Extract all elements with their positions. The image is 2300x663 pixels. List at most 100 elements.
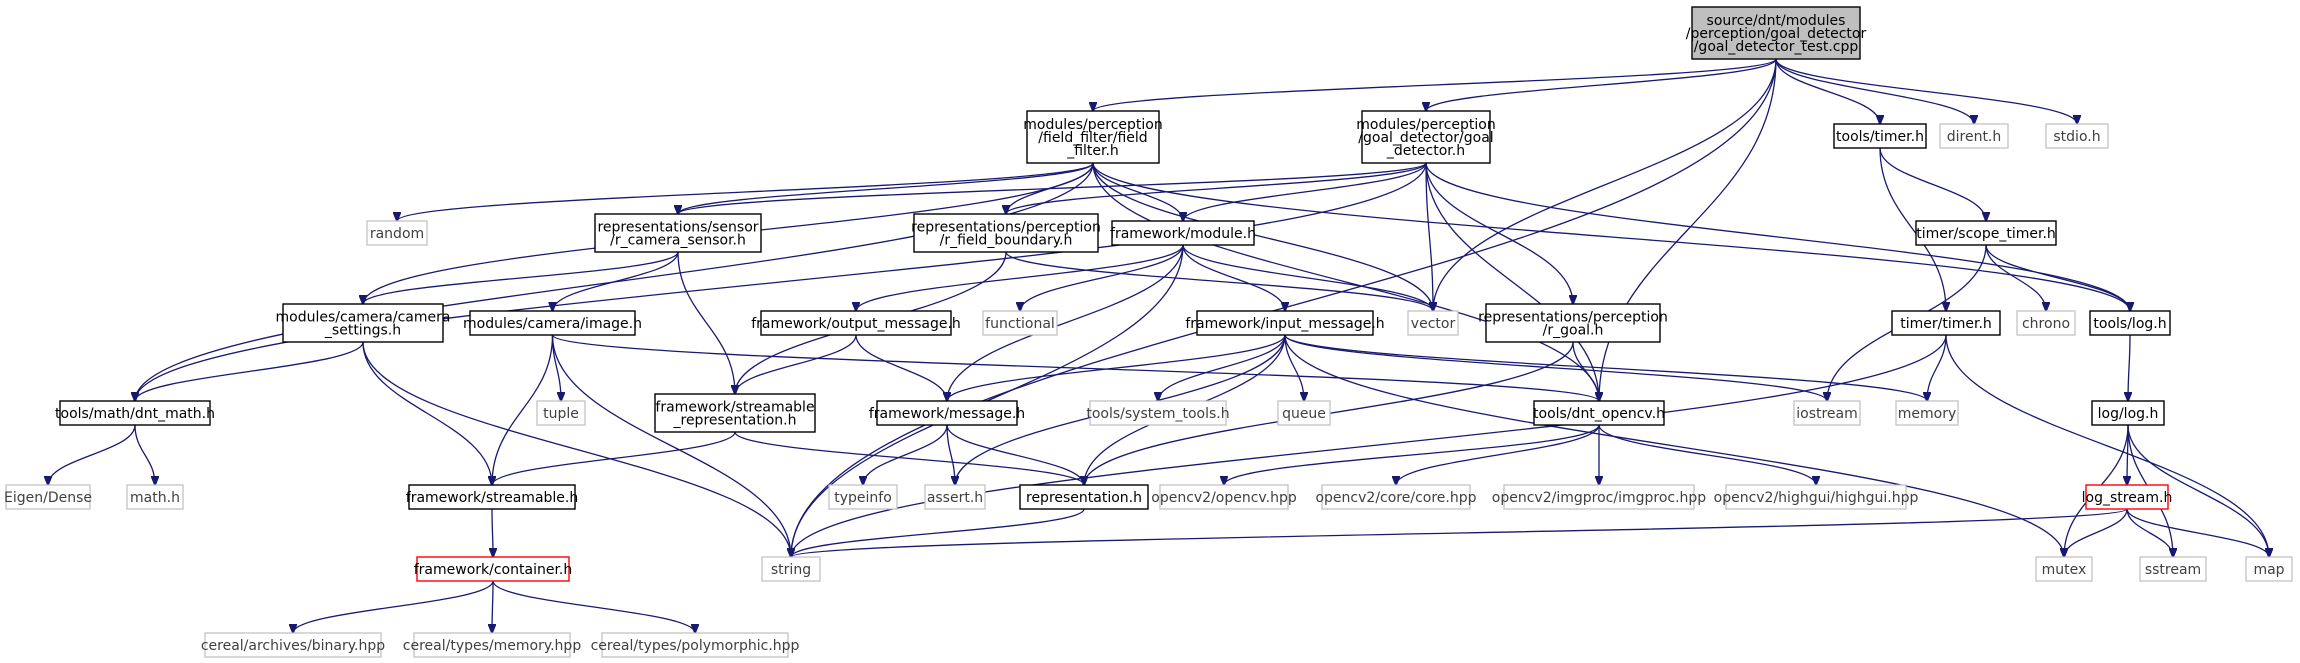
node-cereal-poly: cereal/types/polymorphic.hpp — [591, 632, 800, 658]
node-streamable[interactable]: framework/streamable.h — [406, 484, 578, 510]
node-scope-timer[interactable]: timer/scope_timer.h — [1915, 220, 2057, 246]
node-container[interactable]: framework/container.h — [414, 556, 572, 582]
node-label: representations/sensor — [597, 220, 758, 236]
node-representation[interactable]: representation.h — [1019, 484, 1149, 510]
node-label: opencv2/core/core.hpp — [1315, 490, 1476, 506]
node-label: _settings.h — [324, 323, 401, 339]
edge-camera_settings-to-dnt_math — [135, 341, 364, 401]
node-box — [1407, 310, 1459, 336]
node-box — [2091, 400, 2165, 426]
node-box — [876, 400, 1018, 426]
edge-goal_detector-to-tools_log — [1425, 162, 2130, 311]
node-label: modules/camera/camera — [276, 310, 451, 326]
node-box — [1939, 123, 2009, 149]
node-label: _representation.h — [673, 413, 797, 429]
node-r-field-boundary[interactable]: representations/perception/r_field_bound… — [911, 213, 1101, 253]
node-box — [126, 484, 184, 510]
edge-field_filter-to-tools_log — [1092, 162, 2130, 311]
node-mutex: mutex — [2035, 556, 2093, 582]
edge-root-to-goal_detector — [1426, 58, 1777, 111]
edge-root-to-dirent — [1775, 58, 1974, 124]
edge-input_message-to-memory — [1284, 334, 1927, 401]
node-module[interactable]: framework/module.h — [1110, 220, 1256, 246]
edge-streamable_repr-to-streamable — [492, 431, 736, 485]
node-timer-timer[interactable]: timer/timer.h — [1891, 310, 2001, 336]
node-box — [1159, 484, 1289, 510]
node-label: dirent.h — [1947, 129, 2002, 145]
node-box — [1833, 123, 1927, 149]
node-box — [1891, 310, 2001, 336]
node-string: string — [761, 556, 821, 582]
edge-field_filter-to-random — [397, 162, 1094, 221]
edge-dnt_opencv-to-opencv_hpp — [1224, 424, 1600, 485]
node-label: opencv2/highgui/highgui.hpp — [1714, 490, 1919, 506]
node-goal-detector[interactable]: modules/perception/goal_detector/goal_de… — [1356, 110, 1496, 164]
node-camera-image[interactable]: modules/camera/image.h — [463, 310, 642, 336]
node-label: assert.h — [927, 490, 983, 506]
edge-r_camera_sensor-to-streamable_repr — [677, 251, 735, 394]
node-output-message[interactable]: framework/output_message.h — [751, 310, 961, 336]
edge-r_field_boundary-to-vector — [1005, 251, 1433, 311]
node-label: log/log.h — [2098, 406, 2159, 422]
node-label: /perception/goal_detector — [1686, 26, 1867, 42]
edge-field_filter-to-vector — [1092, 162, 1433, 311]
node-label: memory — [1898, 406, 1957, 422]
node-box — [1895, 400, 1959, 426]
node-box — [204, 632, 382, 658]
node-label: random — [370, 226, 424, 242]
edge-tools_timer-to-timer_timer — [1879, 147, 1946, 311]
node-box — [2016, 310, 2076, 336]
node-tuple: tuple — [536, 400, 586, 426]
node-input-message[interactable]: framework/input_message.h — [1185, 310, 1385, 336]
node-opencv-core: opencv2/core/core.hpp — [1315, 484, 1477, 510]
node-box — [469, 310, 636, 336]
node-label: iostream — [1796, 406, 1858, 422]
node-iostream: iostream — [1793, 400, 1861, 426]
node-label: timer/scope_timer.h — [1916, 226, 2056, 242]
node-camera-settings[interactable]: modules/camera/camera_settings.h — [276, 303, 451, 343]
node-label: /goal_detector_test.cpp — [1694, 39, 1859, 55]
node-box — [408, 484, 576, 510]
node-label: representation.h — [1026, 490, 1142, 506]
node-eigen-dense: Eigen/Dense — [4, 484, 92, 510]
node-log-stream[interactable]: log_stream.h — [2082, 484, 2173, 510]
node-box — [760, 310, 952, 336]
node-dnt-opencv[interactable]: tools/dnt_opencv.h — [1533, 400, 1665, 426]
node-box — [416, 556, 570, 582]
node-box — [536, 400, 586, 426]
edge-timer_timer-to-memory — [1927, 334, 1947, 401]
edge-r_camera_sensor-to-camera_settings — [363, 251, 679, 304]
node-label: functional — [985, 316, 1055, 332]
node-label: framework/streamable.h — [406, 490, 578, 506]
node-label: framework/container.h — [414, 562, 572, 578]
node-label: queue — [1282, 406, 1326, 422]
edge-goal_detector-to-dnt_opencv — [1425, 162, 1599, 401]
edge-dnt_opencv-to-opencv_highgui — [1598, 424, 1816, 485]
node-label: chrono — [2022, 316, 2070, 332]
node-label: modules/perception — [1356, 117, 1495, 133]
node-box — [59, 400, 211, 426]
node-label: tools/system_tools.h — [1086, 406, 1229, 422]
node-typeinfo: typeinfo — [828, 484, 898, 510]
node-label: opencv2/imgproc/imgproc.hpp — [1492, 490, 1706, 506]
edge-r_camera_sensor-to-camera_image — [553, 251, 679, 311]
node-r-camera-sensor[interactable]: representations/sensor/r_camera_sensor.h — [594, 213, 762, 253]
edge-goal_detector-to-dnt_math — [135, 162, 1427, 401]
node-label: cereal/archives/binary.hpp — [201, 638, 385, 654]
node-label: vector — [1411, 316, 1456, 332]
node-tools-timer[interactable]: tools/timer.h — [1833, 123, 1927, 149]
node-box — [2139, 556, 2207, 582]
node-tools-log[interactable]: tools/log.h — [2089, 310, 2171, 336]
node-dnt-math[interactable]: tools/math/dnt_math.h — [55, 400, 215, 426]
node-message[interactable]: framework/message.h — [869, 400, 1025, 426]
node-streamable-repr[interactable]: framework/streamable_representation.h — [654, 393, 816, 433]
node-box — [828, 484, 898, 510]
node-r-goal[interactable]: representations/perception/r_goal.h — [1478, 303, 1668, 343]
node-box — [366, 220, 428, 246]
node-field-filter[interactable]: modules/perception/field_filter/field_fi… — [1023, 110, 1163, 164]
node-label: _detector.h — [1386, 143, 1465, 159]
node-cereal-binary: cereal/archives/binary.hpp — [201, 632, 385, 658]
node-box — [1691, 6, 1861, 60]
node-log-log[interactable]: log/log.h — [2091, 400, 2165, 426]
